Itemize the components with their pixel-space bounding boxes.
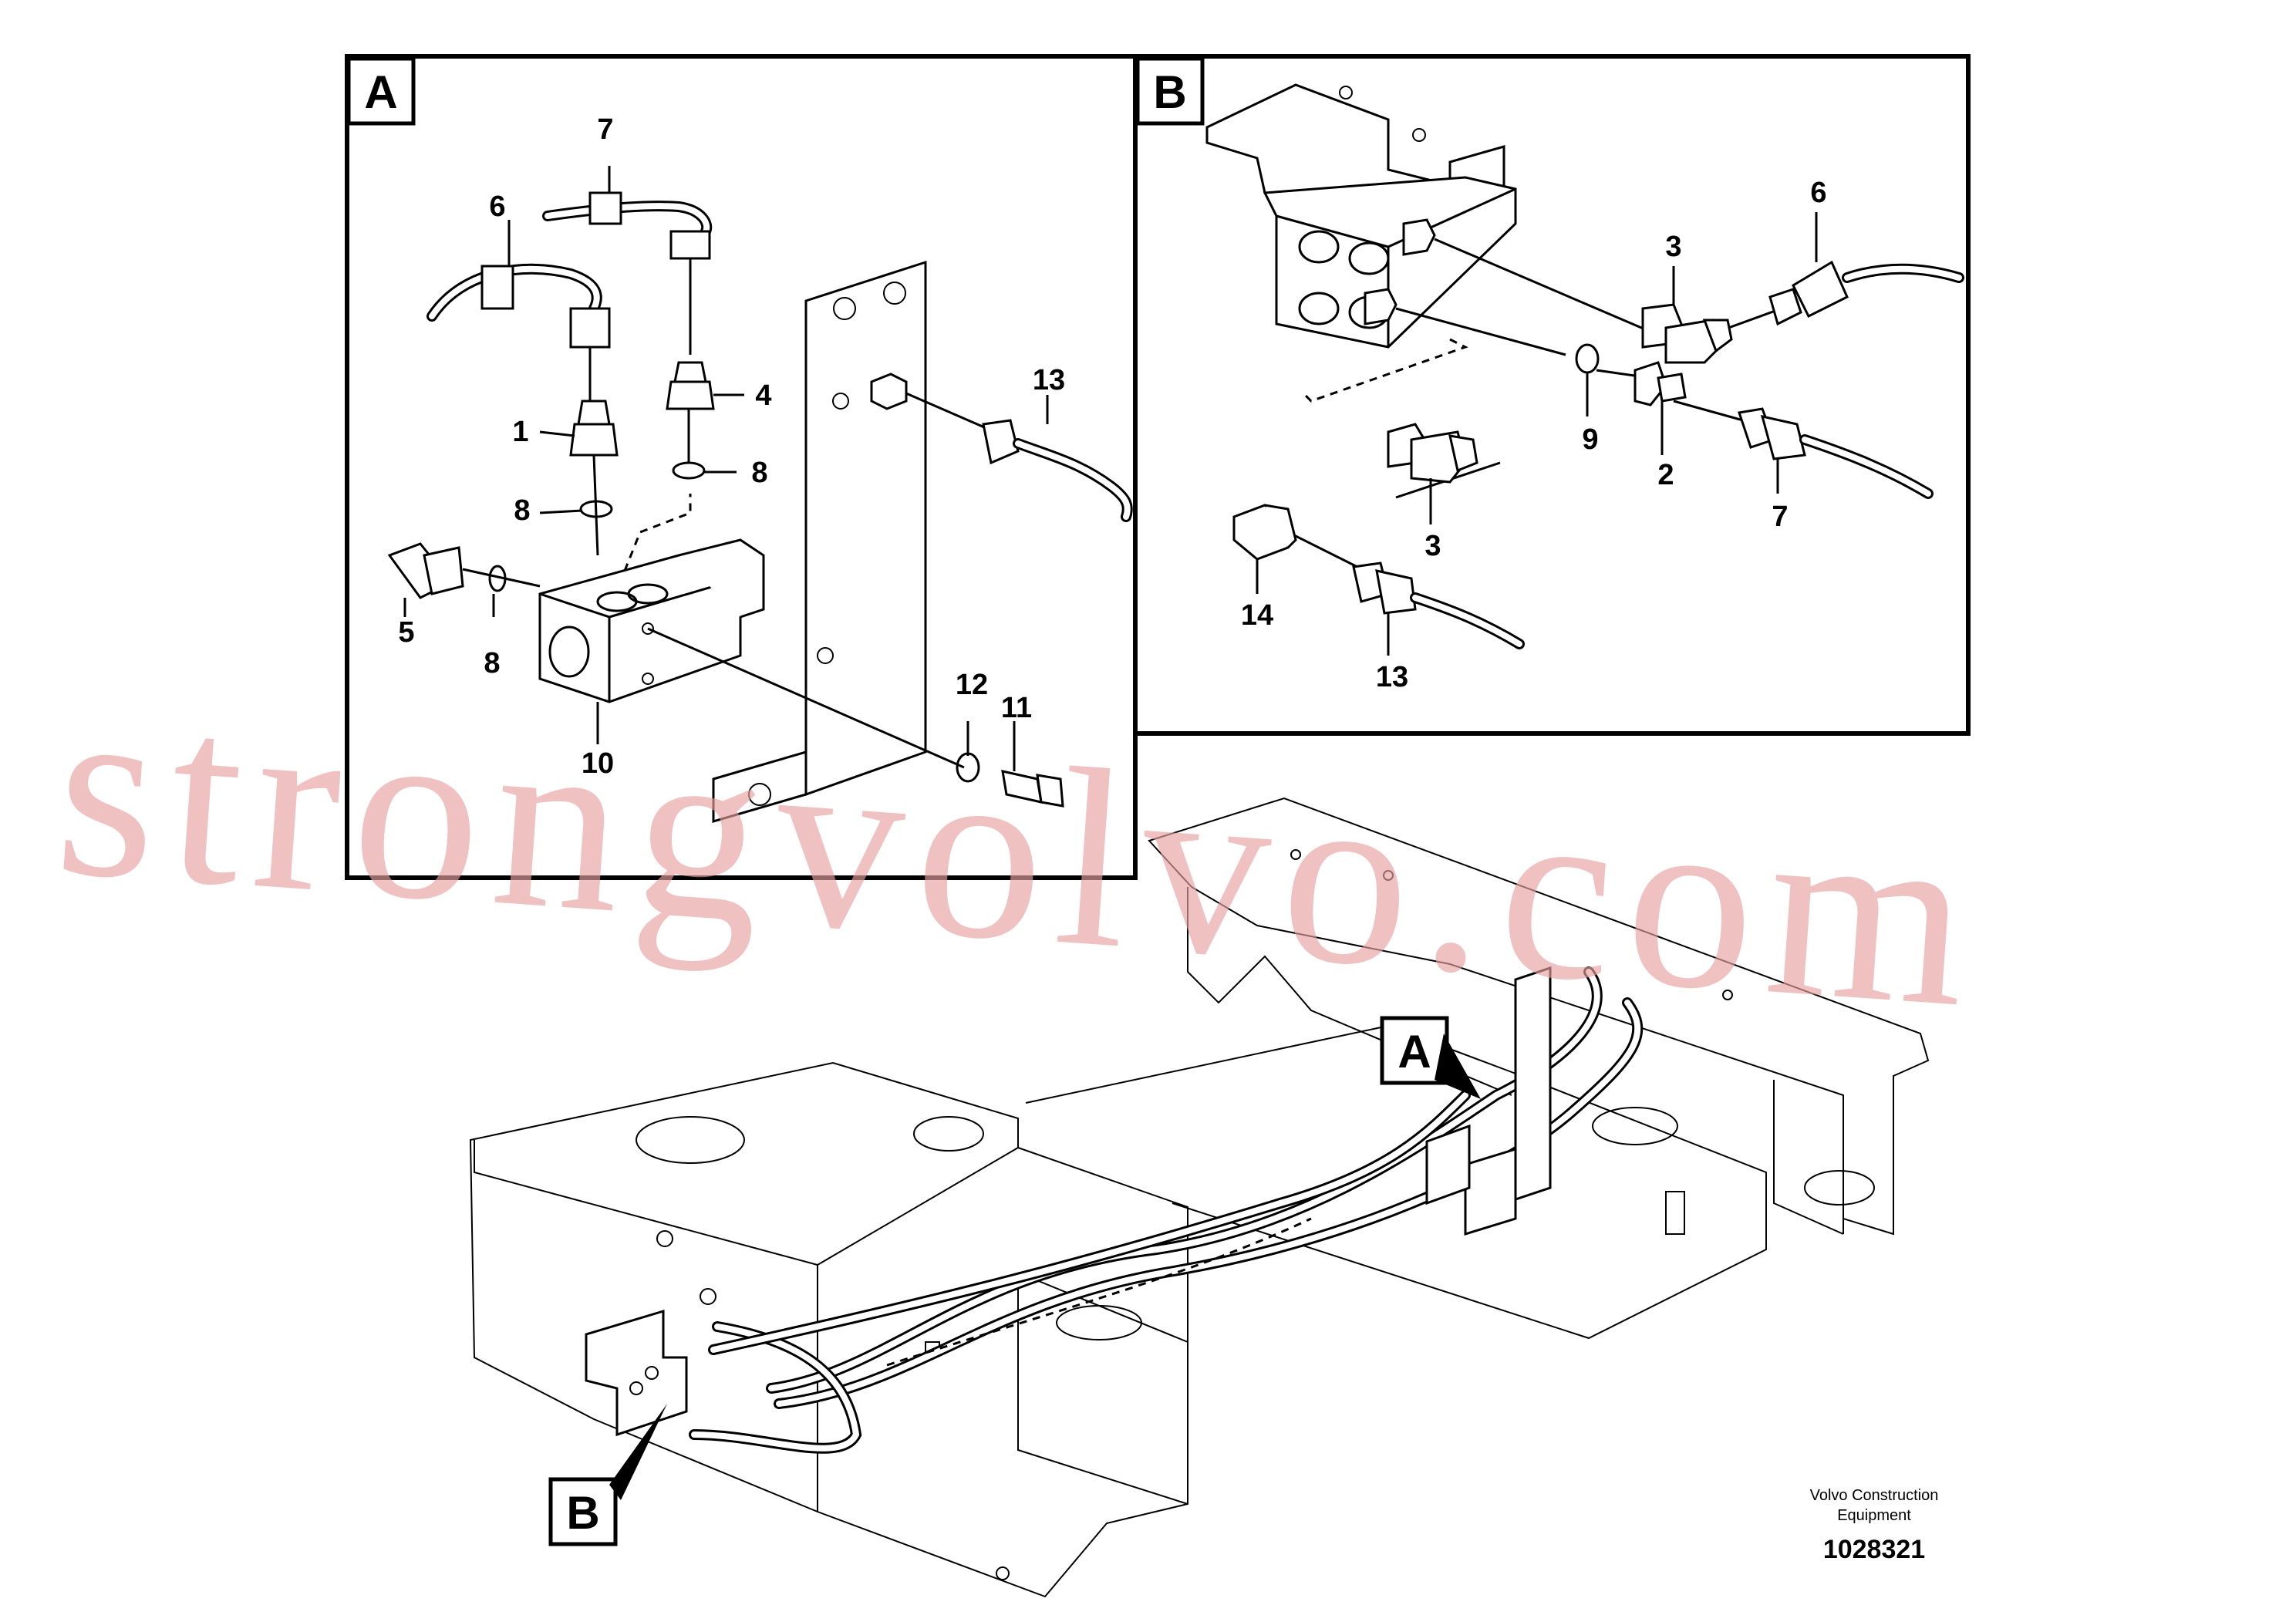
callout-a-7: 7 — [597, 113, 613, 146]
callout-a-8-mid: 8 — [751, 457, 767, 489]
part-number: 1028321 — [1823, 1535, 1925, 1564]
callout-a-8-top: 8 — [514, 494, 530, 527]
callout-a-12: 12 — [956, 669, 988, 701]
callout-a-1: 1 — [512, 416, 528, 448]
callout-b-9: 9 — [1582, 423, 1598, 456]
callout-b-7: 7 — [1772, 501, 1788, 533]
overview-marker-a-letter: A — [1397, 1026, 1431, 1077]
callout-a-8-low: 8 — [484, 647, 500, 679]
callout-b-2: 2 — [1657, 459, 1674, 491]
callout-b-6: 6 — [1810, 177, 1826, 209]
detail-box-b: B — [1133, 54, 1971, 736]
callout-a-11: 11 — [1001, 692, 1032, 724]
detail-box-b-letter: B — [1153, 66, 1186, 118]
callout-b-3-top: 3 — [1665, 231, 1681, 263]
callout-a-10: 10 — [582, 747, 614, 780]
overview-marker-b: B — [548, 1404, 667, 1546]
overview-frame — [469, 797, 1930, 1598]
detail-box-a-letter: A — [364, 66, 397, 118]
callout-a-6: 6 — [489, 191, 505, 223]
callout-a-5: 5 — [398, 616, 414, 649]
detail-box-a: A — [345, 54, 1138, 880]
callout-b-13: 13 — [1376, 661, 1408, 693]
credit-block: Volvo Construction Equipment 1028321 — [1810, 1487, 1939, 1564]
overview-marker-a: A — [1380, 1016, 1481, 1099]
overview-marker-b-letter: B — [566, 1487, 599, 1539]
callout-b-3-low: 3 — [1424, 530, 1441, 562]
callout-b-14: 14 — [1241, 599, 1273, 632]
callout-a-13: 13 — [1033, 364, 1065, 396]
credit-line-2: Equipment — [1837, 1507, 1911, 1524]
callout-a-4: 4 — [755, 379, 771, 412]
credit-line-1: Volvo Construction — [1810, 1487, 1939, 1504]
